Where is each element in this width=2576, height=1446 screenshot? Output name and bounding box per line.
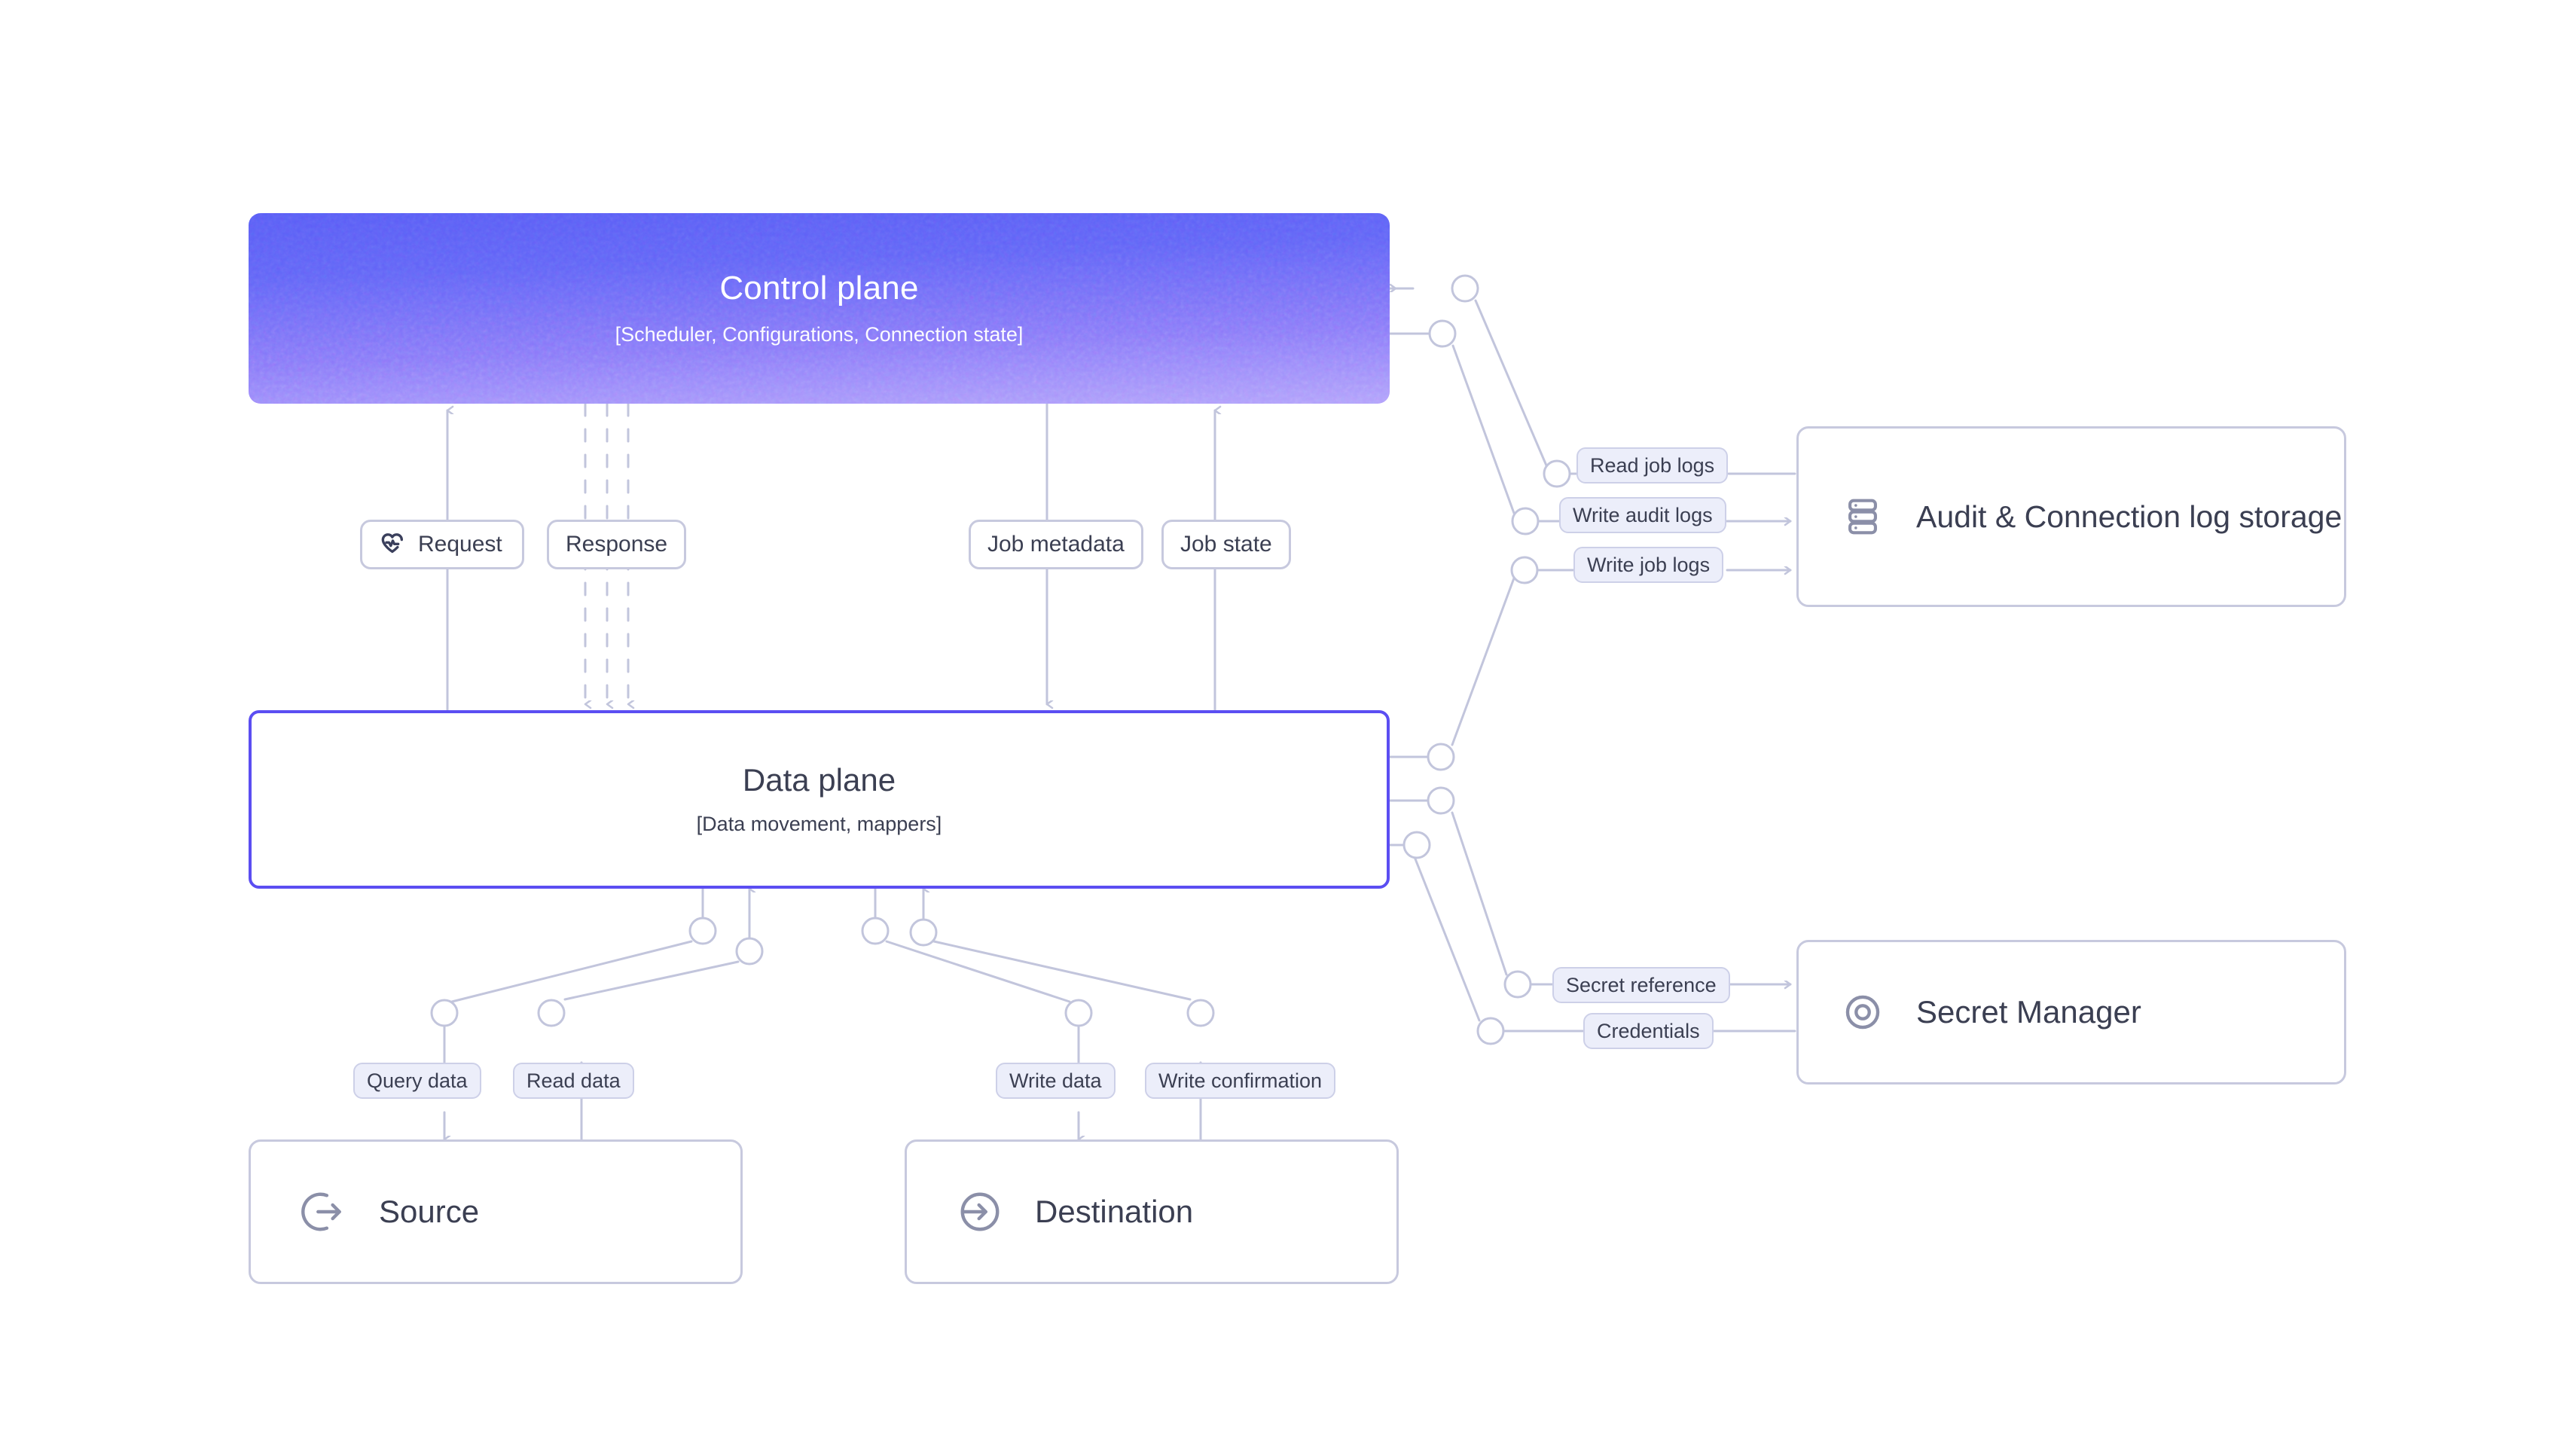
chip-response-label: Response bbox=[566, 532, 668, 557]
chip-write-confirmation[interactable]: Write confirmation bbox=[1145, 1063, 1336, 1099]
edge-read-job-logs-b bbox=[1474, 299, 1548, 467]
data-plane-node[interactable]: Data plane [Data movement, mappers] bbox=[249, 710, 1390, 889]
chip-write-confirmation-label: Write confirmation bbox=[1158, 1069, 1323, 1092]
chip-query-data[interactable]: Query data bbox=[353, 1063, 481, 1099]
chip-read-data-label: Read data bbox=[526, 1069, 621, 1092]
chip-write-job-logs-label: Write job logs bbox=[1587, 553, 1711, 576]
secret-manager-node[interactable]: Secret Manager bbox=[1796, 940, 2346, 1084]
control-plane-subtitle: [Scheduler, Configurations, Connection s… bbox=[615, 323, 1024, 346]
arrow-out-circle-icon bbox=[301, 1188, 347, 1235]
junction-dot bbox=[430, 999, 459, 1027]
junction-dot bbox=[1503, 970, 1532, 999]
heart-pulse-icon bbox=[376, 529, 406, 560]
junction-dot bbox=[1427, 743, 1455, 771]
chip-read-job-logs-label: Read job logs bbox=[1590, 453, 1715, 477]
junction-dot bbox=[909, 918, 938, 947]
chip-job-metadata[interactable]: Job metadata bbox=[969, 520, 1143, 569]
junction-dot bbox=[1064, 999, 1093, 1027]
chip-request[interactable]: Request bbox=[360, 520, 524, 569]
source-node[interactable]: Source bbox=[249, 1139, 743, 1284]
chip-job-state-label: Job state bbox=[1180, 532, 1272, 557]
chip-secret-reference-label: Secret reference bbox=[1566, 973, 1717, 996]
edge-write-b bbox=[885, 940, 1071, 1003]
secret-manager-label: Secret Manager bbox=[1916, 994, 2141, 1030]
control-plane-node[interactable]: Control plane [Scheduler, Configurations… bbox=[249, 213, 1390, 404]
edge-write-audit-b bbox=[1451, 344, 1516, 517]
edge-writeconf-d bbox=[932, 940, 1192, 1001]
junction-dot bbox=[1543, 459, 1571, 488]
chip-credentials-label: Credentials bbox=[1597, 1019, 1700, 1042]
junction-dot bbox=[1510, 556, 1539, 584]
target-circle-icon bbox=[1841, 990, 1885, 1034]
source-label: Source bbox=[379, 1194, 480, 1230]
junction-dot bbox=[861, 917, 890, 945]
junction-dot bbox=[1451, 274, 1479, 303]
edge-read-d bbox=[563, 960, 740, 1001]
database-stack-icon bbox=[1841, 495, 1885, 538]
junction-dots bbox=[430, 274, 1571, 1045]
chip-read-job-logs[interactable]: Read job logs bbox=[1576, 447, 1729, 484]
arrow-in-circle-icon bbox=[957, 1188, 1003, 1235]
chip-query-data-label: Query data bbox=[367, 1069, 468, 1092]
junction-dot bbox=[1476, 1017, 1505, 1045]
chip-job-state[interactable]: Job state bbox=[1161, 520, 1291, 569]
data-plane-title: Data plane bbox=[742, 762, 896, 798]
data-plane-subtitle: [Data movement, mappers] bbox=[696, 813, 942, 835]
junction-dot bbox=[688, 917, 717, 945]
edge-write-job-logs-b bbox=[1451, 575, 1516, 746]
control-plane-title: Control plane bbox=[719, 270, 919, 307]
chip-response[interactable]: Response bbox=[547, 520, 687, 569]
chip-write-data[interactable]: Write data bbox=[996, 1063, 1116, 1099]
junction-dot bbox=[1511, 507, 1540, 535]
chip-request-label: Request bbox=[418, 532, 502, 557]
chip-read-data[interactable]: Read data bbox=[513, 1063, 634, 1099]
chip-job-metadata-label: Job metadata bbox=[987, 532, 1125, 557]
junction-dot bbox=[537, 999, 566, 1027]
destination-label: Destination bbox=[1035, 1194, 1194, 1230]
chip-write-job-logs[interactable]: Write job logs bbox=[1573, 547, 1724, 583]
edge-query-b bbox=[450, 940, 693, 1003]
destination-node[interactable]: Destination bbox=[905, 1139, 1399, 1284]
edge-secret-ref-b bbox=[1451, 811, 1508, 976]
chip-write-data-label: Write data bbox=[1009, 1069, 1102, 1092]
noise-texture bbox=[249, 213, 1390, 404]
audit-log-storage-label: Audit & Connection log storage bbox=[1916, 499, 2343, 534]
junction-dot bbox=[1186, 999, 1215, 1027]
chip-write-audit-logs-label: Write audit logs bbox=[1573, 503, 1713, 526]
junction-dot bbox=[1402, 831, 1431, 859]
chip-write-audit-logs[interactable]: Write audit logs bbox=[1559, 497, 1726, 533]
junction-dot bbox=[735, 937, 764, 966]
junction-dot bbox=[1428, 319, 1457, 348]
chip-secret-reference[interactable]: Secret reference bbox=[1552, 967, 1730, 1003]
chip-credentials[interactable]: Credentials bbox=[1583, 1013, 1714, 1049]
edge-credentials-b bbox=[1413, 856, 1481, 1022]
junction-dot bbox=[1427, 786, 1455, 815]
audit-log-storage-node[interactable]: Audit & Connection log storage bbox=[1796, 426, 2346, 607]
